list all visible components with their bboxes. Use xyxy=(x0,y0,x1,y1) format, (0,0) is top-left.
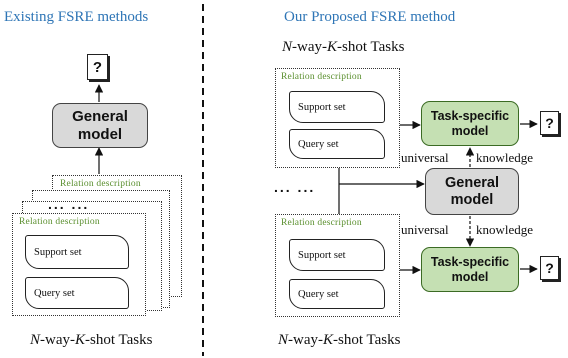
bottom-task-card: Relation description Support set Query s… xyxy=(275,214,400,317)
top-task-specific-model: Task-specific model xyxy=(421,101,519,146)
right-panel-title: Our Proposed FSRE method xyxy=(284,9,456,25)
relation-description-label: Relation description xyxy=(281,72,362,82)
right-ellipsis: ... ... xyxy=(274,179,316,195)
caption-shot: -shot Tasks xyxy=(337,39,405,55)
caption-n: N xyxy=(282,39,293,55)
support-set-card: Support set xyxy=(289,239,385,271)
caption-k: K xyxy=(323,332,334,348)
support-set-card: Support set xyxy=(289,91,385,123)
caption-shot: -shot Tasks xyxy=(333,332,401,348)
top-task-card: Relation description Support set Query s… xyxy=(275,68,400,168)
knowledge-label-top-left: universal xyxy=(401,150,449,165)
query-set-card: Query set xyxy=(25,277,129,309)
caption-n: N xyxy=(278,332,289,348)
caption-k: K xyxy=(327,39,338,55)
top-output-unknown-icon: ? xyxy=(540,111,559,135)
left-general-model: General model xyxy=(52,103,148,148)
relation-description-label: Relation description xyxy=(281,218,362,228)
bottom-task-specific-model: Task-specific model xyxy=(421,247,519,292)
right-general-model: General model xyxy=(425,168,519,215)
right-top-caption: N-way-K-shot Tasks xyxy=(282,39,404,56)
caption-way: -way- xyxy=(288,332,323,348)
relation-description-label: Relation description xyxy=(60,179,141,189)
right-bottom-caption: N-way-K-shot Tasks xyxy=(278,332,400,349)
relation-description-label: Relation description xyxy=(19,217,100,227)
bottom-output-unknown-icon: ? xyxy=(540,256,559,280)
caption-way: -way- xyxy=(292,39,327,55)
left-task-caption: N-way-K-shot Tasks xyxy=(30,332,152,349)
caption-n: N xyxy=(30,332,41,348)
caption-way: -way- xyxy=(40,332,75,348)
caption-k: K xyxy=(75,332,86,348)
caption-shot: -shot Tasks xyxy=(85,332,153,348)
left-ellipsis: ... ... xyxy=(48,196,90,212)
knowledge-label-top-right: knowledge xyxy=(476,150,534,165)
knowledge-label-bottom-right: knowledge xyxy=(476,222,534,237)
task-card-front: Relation description Support set Query s… xyxy=(12,213,146,316)
query-set-card: Query set xyxy=(289,129,385,159)
query-set-card: Query set xyxy=(289,279,385,309)
left-panel-title: Existing FSRE methods xyxy=(4,9,149,25)
left-output-unknown-icon: ? xyxy=(87,54,108,80)
support-set-card: Support set xyxy=(25,235,129,269)
knowledge-label-bottom-left: universal xyxy=(401,222,449,237)
